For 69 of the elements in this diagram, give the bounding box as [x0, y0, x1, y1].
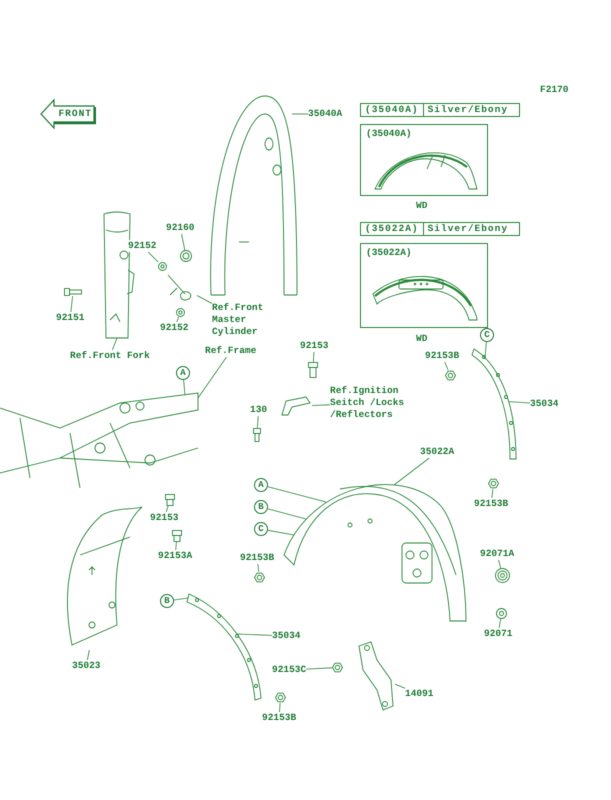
leader-line [176, 316, 180, 322]
part-number: 92152 [128, 240, 157, 252]
nut-drawing [332, 662, 343, 673]
bolt-drawing [308, 362, 318, 378]
nut-drawing [254, 572, 265, 583]
color-name: Silver/Ebony [422, 223, 519, 235]
leader-line [87, 650, 90, 660]
leader-line [257, 564, 260, 572]
connection-marker: B [160, 594, 174, 608]
screw-drawing [172, 530, 182, 542]
leader-line [198, 356, 227, 398]
bolt-drawing [64, 288, 82, 296]
connection-marker: C [254, 522, 268, 536]
leader-line [394, 684, 406, 689]
leader-line [257, 416, 259, 428]
leader-line [444, 362, 448, 370]
color-name: Silver/Ebony [422, 104, 519, 116]
part-number: 35022A [420, 446, 454, 458]
collar-drawing [180, 250, 192, 262]
leader-line [279, 702, 280, 712]
leader-line [70, 296, 73, 312]
leader-line [394, 458, 430, 486]
connection-marker: A [176, 366, 190, 380]
color-table-row [360, 103, 520, 117]
connection-marker: C [480, 328, 494, 342]
leader-line [236, 634, 272, 636]
leader-line [306, 667, 332, 670]
leader-line [183, 380, 186, 396]
part-number: (35040A) [364, 104, 420, 116]
leader-line [175, 542, 177, 550]
nut-drawing [275, 692, 286, 703]
reference-note: Ref.Frame [205, 345, 256, 357]
leader-line [174, 598, 188, 600]
leader-line [112, 338, 118, 350]
part-number: 92160 [166, 222, 195, 234]
leader-line [268, 508, 306, 520]
leader-line [196, 295, 212, 304]
front-direction-sign: FRONT [40, 98, 96, 130]
nut-drawing [445, 370, 456, 381]
grommet-drawing [496, 608, 507, 619]
connection-marker: A [254, 478, 268, 492]
part-number: 92071A [480, 548, 514, 560]
connection-marker: B [254, 500, 268, 514]
washer-drawing [176, 308, 185, 317]
nut-drawing [488, 478, 499, 489]
leader-line [491, 488, 494, 498]
color-table-row [360, 222, 520, 236]
part-number: 92153B [425, 350, 460, 362]
part-number: (35040A) [366, 128, 412, 140]
variant-panel [360, 124, 488, 196]
leader-line [484, 342, 487, 358]
leader-line [268, 530, 294, 536]
variant-panel [360, 243, 488, 328]
part-number: (35022A) [364, 223, 420, 235]
leader-line [313, 352, 314, 362]
leader-line [312, 404, 330, 406]
leader-line [181, 234, 186, 250]
leader-line [508, 401, 530, 404]
leader-line [498, 618, 501, 628]
washer-drawing [158, 262, 167, 271]
leader-line [498, 560, 501, 568]
bolt-drawing [253, 428, 261, 442]
grommet-drawing [495, 568, 510, 583]
bracket-drawing [280, 395, 312, 417]
leader-line [148, 252, 158, 262]
leader-line [166, 506, 168, 512]
bolt-drawing [165, 494, 175, 506]
leader-line [268, 486, 326, 502]
part-number: (35022A) [366, 247, 412, 259]
